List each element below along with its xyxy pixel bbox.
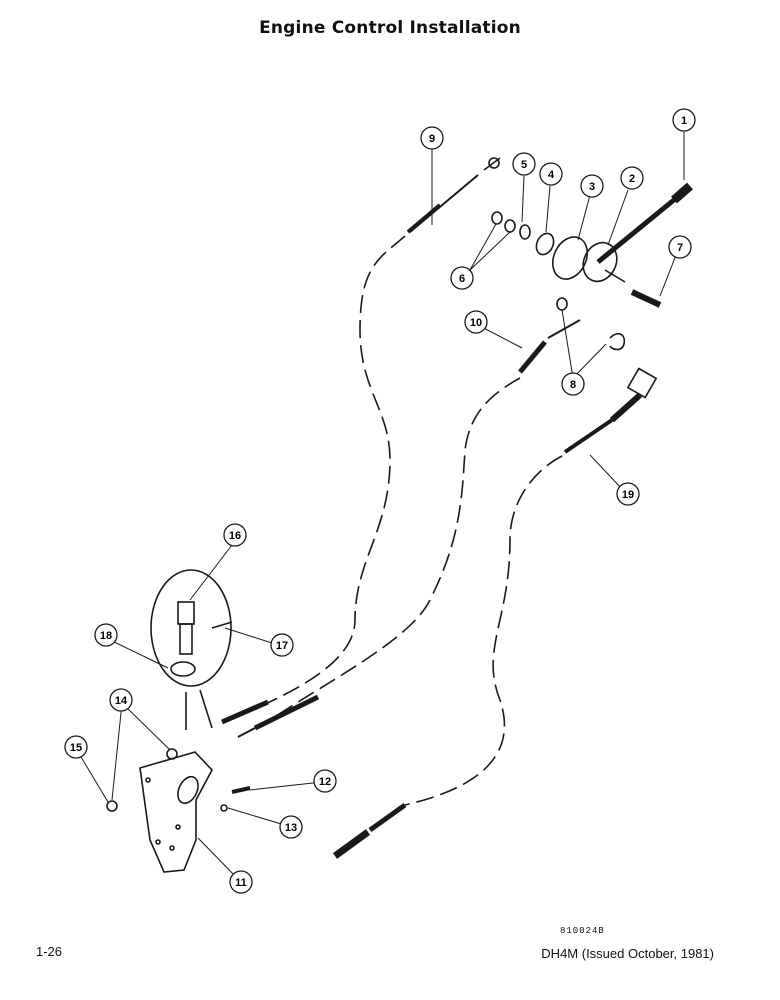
callout-7: 7 [668, 235, 692, 259]
cable-19 [332, 367, 658, 859]
document-reference: DH4M (Issued October, 1981) [541, 946, 714, 961]
svg-text:13: 13 [285, 822, 297, 834]
callout-19: 19 [616, 482, 640, 506]
svg-text:3: 3 [589, 181, 595, 193]
svg-text:16: 16 [229, 530, 241, 542]
callout-15: 15 [64, 735, 88, 759]
svg-text:4: 4 [548, 169, 555, 181]
callout-1: 1 [672, 108, 696, 132]
svg-text:1: 1 [681, 115, 687, 127]
svg-text:18: 18 [100, 630, 112, 642]
cable-10 [237, 319, 581, 738]
svg-text:10: 10 [470, 317, 482, 329]
cable-9 [221, 157, 501, 725]
callout-2: 2 [620, 166, 644, 190]
svg-text:8: 8 [570, 379, 576, 391]
callout-16: 16 [223, 523, 247, 547]
svg-text:5: 5 [521, 159, 527, 171]
callout-18: 18 [94, 623, 118, 647]
svg-text:15: 15 [70, 742, 82, 754]
callout-9: 9 [420, 126, 444, 150]
lever-assembly [491, 182, 693, 351]
page-title: Engine Control Installation [259, 18, 521, 38]
callout-labels: 1 2 3 4 5 6 7 8 9 10 11 12 13 14 15 16 1… [64, 108, 696, 894]
callout-13: 13 [279, 815, 303, 839]
leader-lines [77, 132, 685, 880]
svg-text:11: 11 [235, 877, 247, 889]
bracket-11 [106, 748, 251, 873]
callout-6: 6 [450, 266, 474, 290]
svg-text:2: 2 [629, 173, 635, 185]
page-number: 1-26 [36, 944, 63, 959]
callout-11: 11 [229, 870, 253, 894]
callout-4: 4 [539, 162, 563, 186]
svg-text:12: 12 [319, 776, 331, 788]
svg-text:17: 17 [276, 640, 288, 652]
drawing-id: 810024B [560, 926, 605, 936]
svg-text:7: 7 [677, 242, 683, 254]
callout-17: 17 [270, 633, 294, 657]
callout-12: 12 [313, 769, 337, 793]
callout-5: 5 [512, 152, 536, 176]
svg-text:19: 19 [622, 489, 634, 501]
callout-3: 3 [580, 174, 604, 198]
callout-10: 10 [464, 310, 488, 334]
svg-text:9: 9 [429, 133, 435, 145]
callout-8: 8 [561, 372, 585, 396]
svg-text:14: 14 [115, 695, 128, 707]
inset-detail [150, 569, 233, 730]
callout-14: 14 [109, 688, 133, 712]
svg-text:6: 6 [459, 273, 465, 285]
